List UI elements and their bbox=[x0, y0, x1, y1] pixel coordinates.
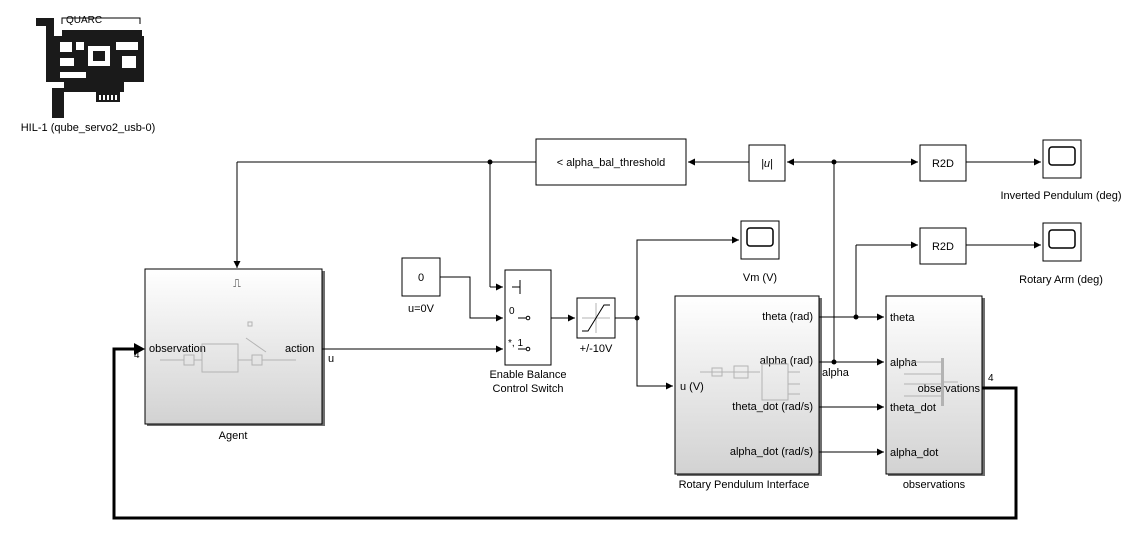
r2d-block-mid[interactable]: R2D bbox=[919, 227, 967, 265]
threshold-label: < alpha_bal_threshold bbox=[557, 157, 666, 169]
agent-inner-preview bbox=[160, 321, 296, 373]
switch-caption-line1: Enable Balance bbox=[489, 369, 566, 381]
obs-in-port-alpha-dot: alpha_dot bbox=[890, 447, 938, 459]
observation-feedback-line bbox=[112, 347, 1018, 520]
pendulum-out-port-theta: theta (rad) bbox=[762, 311, 813, 323]
threshold-block[interactable]: < alpha_bal_threshold bbox=[535, 138, 687, 186]
rotary-pendulum-subsystem[interactable]: u (V) theta (rad) alpha (rad) theta_dot … bbox=[674, 295, 822, 491]
saturation-curve-icon bbox=[582, 304, 610, 332]
pendulum-out-port-theta-dot: theta_dot (rad/s) bbox=[732, 401, 813, 413]
observations-inner-preview bbox=[904, 358, 958, 406]
scope-inverted-pendulum[interactable]: Inverted Pendulum (deg) bbox=[1000, 139, 1122, 202]
switch-caption-line2: Control Switch bbox=[493, 383, 564, 395]
signal-alpha-label: alpha bbox=[822, 367, 850, 379]
constant-value: 0 bbox=[418, 272, 424, 284]
switch-port-0: 0 bbox=[509, 306, 515, 317]
agent-enable-symbol: ⎍ bbox=[233, 278, 241, 290]
abs-label: |u| bbox=[761, 158, 773, 170]
scope-icon bbox=[746, 227, 774, 247]
scope-vm-caption: Vm (V) bbox=[743, 272, 777, 284]
agent-caption: Agent bbox=[219, 430, 248, 442]
pendulum-out-port-alpha: alpha (rad) bbox=[760, 355, 813, 367]
scope-arm-caption: Rotary Arm (deg) bbox=[1019, 274, 1103, 286]
scope-pendulum-caption: Inverted Pendulum (deg) bbox=[1000, 190, 1121, 202]
obs-in-port-theta-dot: theta_dot bbox=[890, 402, 936, 414]
scope-icon bbox=[1048, 146, 1076, 166]
obs-out-number: 4 bbox=[988, 373, 994, 384]
daq-card-icon bbox=[36, 18, 144, 118]
switch-port-1: *, 1 bbox=[508, 338, 523, 349]
scope-rotary-arm[interactable]: Rotary Arm (deg) bbox=[1019, 222, 1103, 286]
hil-block[interactable]: QUARC HIL-1 (qube_servo2_usb-0) bbox=[21, 15, 156, 134]
scope-icon bbox=[1048, 229, 1076, 249]
switch-enable-icon bbox=[512, 280, 521, 294]
obs-in-port-alpha: alpha bbox=[890, 357, 918, 369]
quarc-brand-bracket bbox=[61, 17, 141, 24]
agent-subsystem[interactable]: ⎍ observation action 4 Agent bbox=[134, 268, 325, 442]
constant-caption: u=0V bbox=[408, 303, 435, 315]
balance-switch-block[interactable]: 0 *, 1 Enable Balance Control Switch bbox=[489, 269, 567, 395]
observations-caption: observations bbox=[903, 479, 966, 491]
obs-in-port-theta: theta bbox=[890, 312, 915, 324]
obs-out-port: observations bbox=[918, 383, 981, 395]
pendulum-in-port: u (V) bbox=[680, 381, 704, 393]
pendulum-inner-preview bbox=[700, 363, 800, 401]
scope-vm[interactable]: Vm (V) bbox=[740, 220, 780, 284]
quarc-brand-label: QUARC bbox=[66, 15, 102, 26]
agent-in-number: 4 bbox=[134, 350, 140, 361]
pendulum-caption: Rotary Pendulum Interface bbox=[679, 479, 810, 491]
agent-out-port: action bbox=[285, 343, 314, 355]
observations-subsystem[interactable]: theta alpha theta_dot alpha_dot observat… bbox=[885, 295, 994, 491]
saturation-caption: +/-10V bbox=[580, 343, 613, 355]
hil-block-caption: HIL-1 (qube_servo2_usb-0) bbox=[21, 122, 156, 134]
pendulum-out-port-alpha-dot: alpha_dot (rad/s) bbox=[730, 446, 813, 458]
r2d-block-top[interactable]: R2D bbox=[919, 144, 967, 182]
saturation-block[interactable]: +/-10V bbox=[576, 297, 616, 355]
abs-block[interactable]: |u| bbox=[748, 144, 786, 182]
signal-u-label: u bbox=[328, 353, 334, 365]
r2d-mid-label: R2D bbox=[932, 241, 954, 253]
constant-block[interactable]: 0 u=0V bbox=[401, 257, 441, 315]
r2d-top-label: R2D bbox=[932, 158, 954, 170]
agent-in-port: observation bbox=[149, 343, 206, 355]
